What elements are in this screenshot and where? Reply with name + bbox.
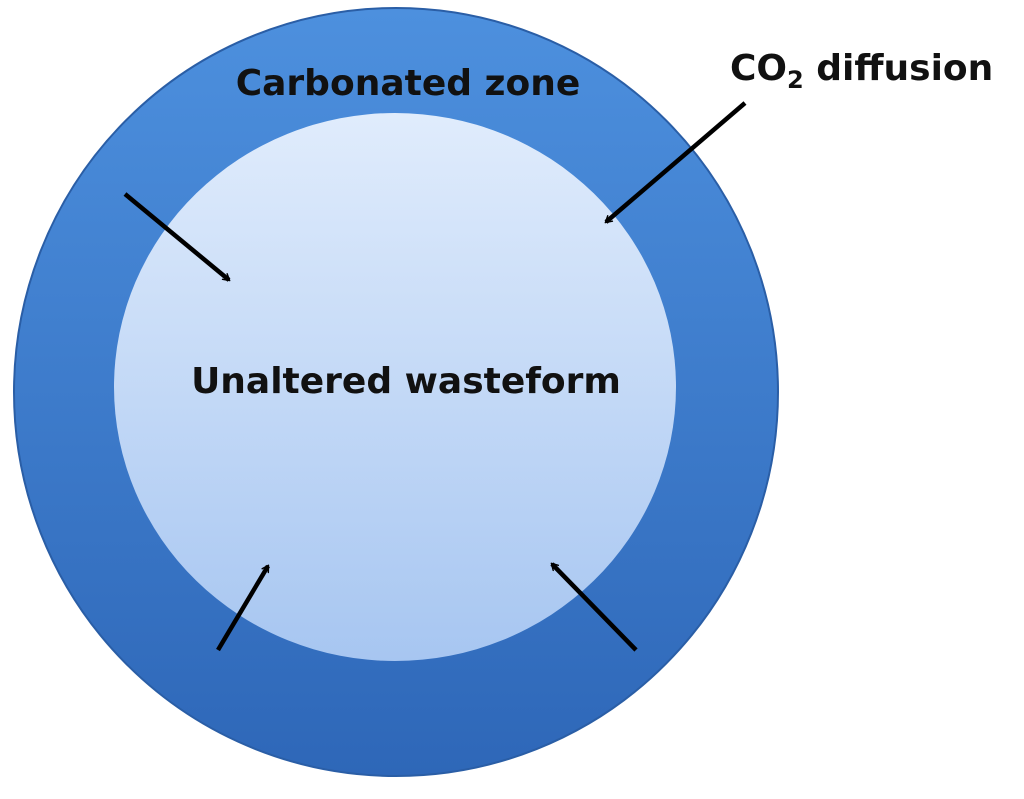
unaltered-core (114, 113, 676, 661)
diffusion-arrow-bottom-right (550, 562, 638, 652)
co2-diffusion-label: CO2 diffusion (730, 48, 993, 94)
carbonated-zone-label: Carbonated zone (236, 63, 581, 104)
unaltered-wasteform-label: Unaltered wasteform (191, 361, 621, 402)
diffusion-arrow-bottom-left (216, 564, 270, 652)
co2-prefix: CO (730, 48, 787, 89)
diffusion-arrow-top-right (604, 101, 747, 224)
diffusion-arrow-top-left (123, 192, 231, 282)
co2-suffix: diffusion (804, 48, 994, 89)
co2-subscript: 2 (787, 66, 804, 94)
